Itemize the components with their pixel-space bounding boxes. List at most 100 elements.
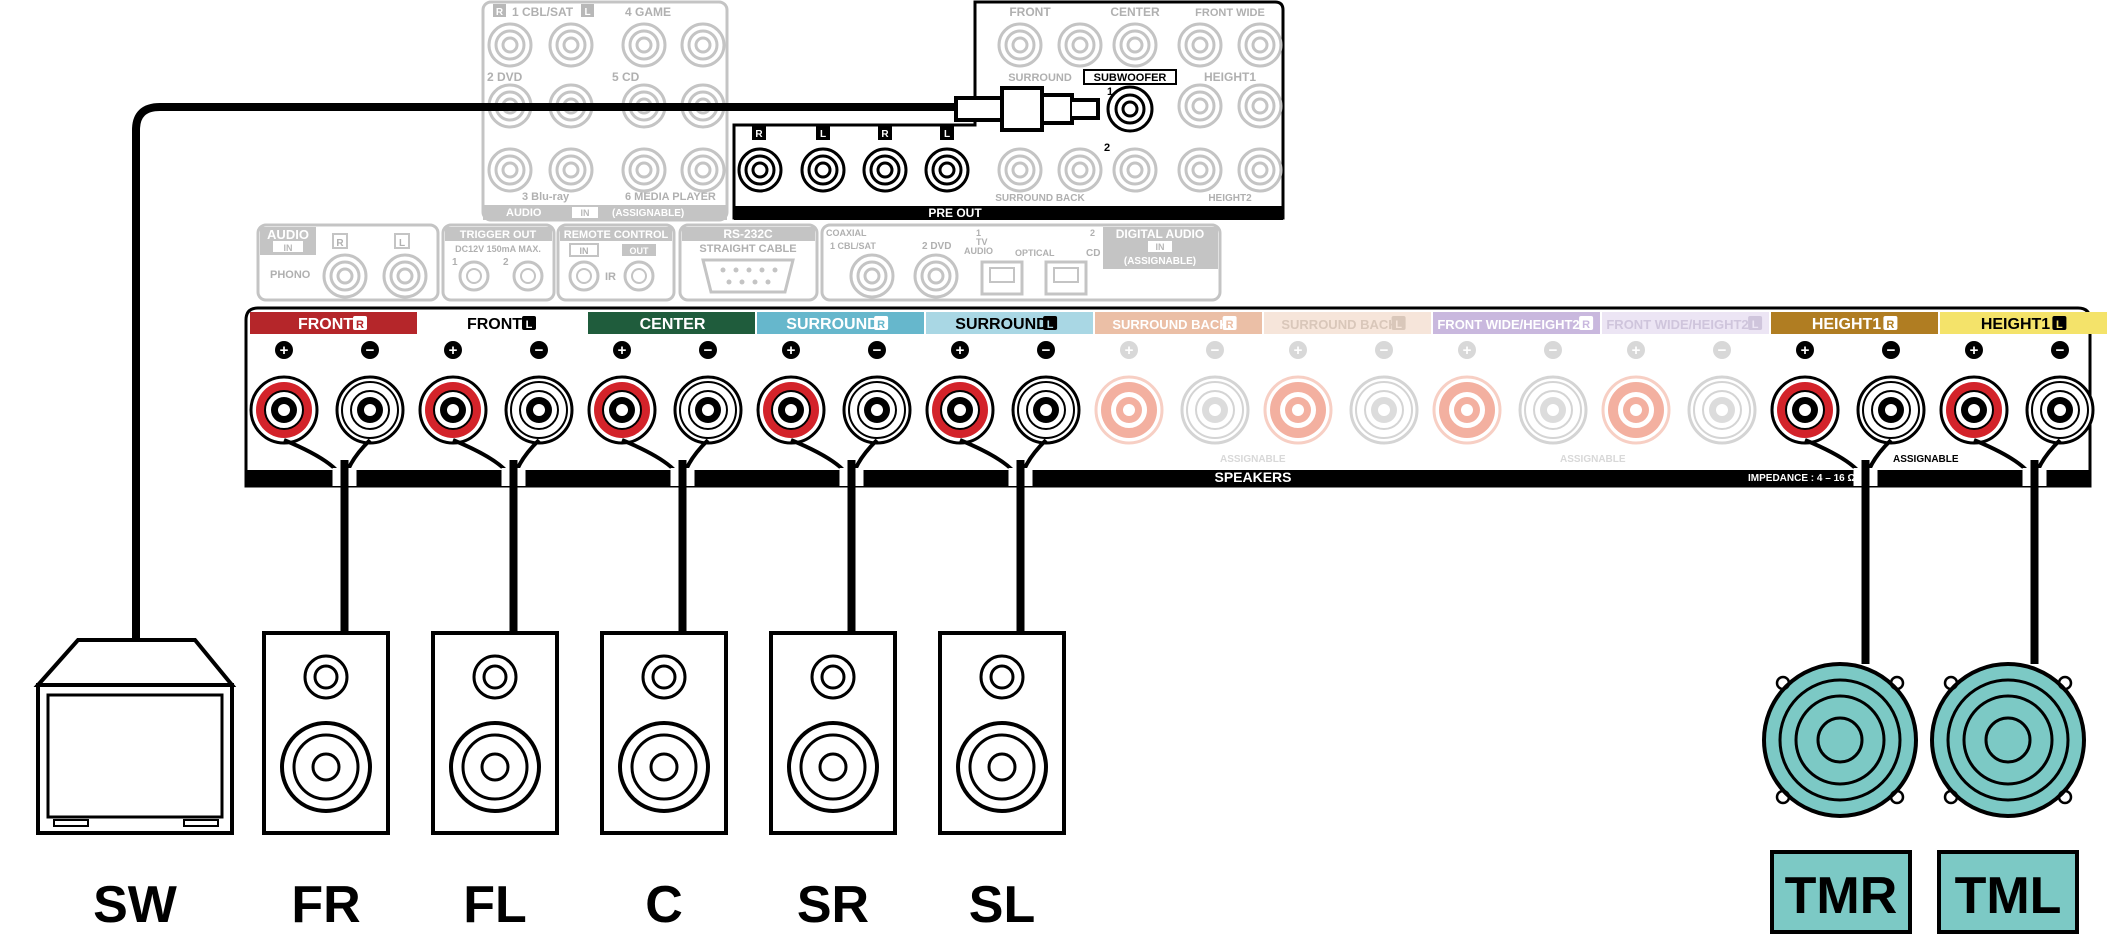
rca-jack — [1177, 147, 1223, 193]
svg-text:+: + — [787, 342, 796, 359]
svg-text:−: − — [1042, 342, 1051, 359]
plus-mark: + — [1120, 341, 1138, 359]
subwoofer — [33, 638, 237, 835]
pre-out-front-wide-label: FRONT WIDE — [1195, 7, 1265, 19]
rs232c-subtitle: STRAIGHT CABLE — [699, 243, 796, 255]
speaker-terminal-plus[interactable] — [756, 375, 826, 445]
svg-text:−: − — [704, 342, 713, 359]
pre-out-center-label: CENTER — [1110, 5, 1160, 19]
channel-label: HEIGHT1 — [1812, 316, 1881, 333]
channel-label: FRONT — [298, 316, 353, 333]
speaker-wire — [790, 438, 879, 633]
speaker-terminal-minus[interactable] — [673, 375, 743, 445]
phono-l-badge: L — [399, 238, 405, 249]
channel-side-badge: L — [526, 319, 533, 331]
assignable-label: ASSIGNABLE — [1560, 454, 1626, 465]
rca-jack — [997, 22, 1043, 68]
speaker-wire — [621, 438, 710, 633]
plus-mark: + — [1965, 341, 1983, 359]
impedance-label: IMPEDANCE : 4 – 16 Ω — [1748, 473, 1856, 484]
speaker-terminal-plus[interactable] — [1601, 375, 1671, 445]
pre-out-height1-label: HEIGHT1 — [1204, 70, 1256, 84]
channel-label: CENTER — [640, 316, 706, 333]
rca-jack — [382, 253, 428, 299]
rca-jack — [737, 147, 783, 193]
rca-jack — [680, 147, 726, 193]
pre-out-label: PRE OUT — [928, 206, 982, 220]
speaker-terminal-plus[interactable] — [418, 375, 488, 445]
rca-jack — [800, 147, 846, 193]
plus-mark: + — [1289, 341, 1307, 359]
channel-side-badge: R — [356, 319, 364, 331]
channel-side-badge: R — [1582, 319, 1590, 331]
speaker-terminal-plus[interactable] — [1094, 375, 1164, 445]
surround-left-speaker — [938, 631, 1066, 835]
remote-out-badge: OUT — [630, 246, 650, 256]
channel-side-badge: L — [1047, 319, 1054, 331]
speaker-terminal-minus[interactable] — [1349, 375, 1419, 445]
speaker-terminal-minus[interactable] — [1687, 375, 1757, 445]
speaker-terminal-minus[interactable] — [1856, 375, 1926, 445]
minus-mark: − — [361, 341, 379, 359]
top-middle-left-speaker — [1930, 662, 2086, 818]
optical-tv-audio-label: AUDIO — [964, 246, 993, 256]
speaker-terminal-plus[interactable] — [925, 375, 995, 445]
pre-out-r-badge: R — [881, 129, 889, 140]
svg-text:−: − — [1887, 342, 1896, 359]
svg-text:−: − — [1211, 342, 1220, 359]
fr-label: FR — [291, 876, 360, 934]
phono-in-badge: IN — [284, 243, 293, 253]
speakers-label: SPEAKERS — [1214, 469, 1291, 485]
speaker-terminal-minus[interactable] — [1180, 375, 1250, 445]
rca-jack — [1112, 22, 1158, 68]
speaker-terminal-minus[interactable] — [504, 375, 574, 445]
speaker-terminal-plus[interactable] — [1263, 375, 1333, 445]
subwoofer-cable — [132, 86, 1100, 640]
pre-out-height2-label: HEIGHT2 — [1208, 193, 1252, 204]
channel-label: SURROUND — [955, 316, 1047, 333]
surround-right-speaker — [769, 631, 897, 835]
optical-cd-label: CD — [1086, 248, 1100, 259]
remote-control-title: REMOTE CONTROL — [564, 229, 669, 241]
input-l-badge: L — [584, 7, 590, 18]
speaker-terminal-plus[interactable] — [1770, 375, 1840, 445]
rs232c-panel: RS-232C STRAIGHT CABLE — [678, 223, 819, 302]
rca-jack — [1237, 22, 1283, 68]
speaker-terminal-minus[interactable] — [335, 375, 405, 445]
rca-jack — [548, 22, 594, 68]
minus-mark: − — [1037, 341, 1055, 359]
channel-label: SURROUND BACK — [1112, 317, 1229, 332]
speaker-terminal-minus[interactable] — [2025, 375, 2095, 445]
svg-text:+: + — [449, 342, 458, 359]
speaker-terminal-plus[interactable] — [587, 375, 657, 445]
pre-out-front-label: FRONT — [1009, 5, 1051, 19]
phono-input-panel: AUDIO IN PHONO R L — [256, 223, 440, 302]
channel-label: SURROUND BACK — [1281, 317, 1398, 332]
plus-mark: + — [1627, 341, 1645, 359]
svg-text:−: − — [366, 342, 375, 359]
remote-in-badge: IN — [580, 246, 589, 256]
speaker-terminal-minus[interactable] — [842, 375, 912, 445]
subwoofer-out-jack[interactable] — [1106, 85, 1154, 133]
assignable-label: ASSIGNABLE — [1220, 454, 1286, 465]
terminal-row: +−+−+−+−+−+−+−+−+−+−+− — [249, 341, 2095, 445]
svg-text:+: + — [1801, 342, 1810, 359]
pre-out-panel: PRE OUT FRONT CENTER FRONT WIDE SURROUND… — [732, 0, 1285, 220]
audio-assignable-label: (ASSIGNABLE) — [612, 208, 684, 219]
rca-jack — [1057, 22, 1103, 68]
speaker-terminal-minus[interactable] — [1011, 375, 1081, 445]
trigger-out-title: TRIGGER OUT — [460, 229, 537, 241]
speaker-wire — [959, 438, 1048, 633]
speaker-terminal-plus[interactable] — [249, 375, 319, 445]
speaker-terminal-plus[interactable] — [1939, 375, 2009, 445]
rca-jack — [1112, 147, 1158, 193]
pre-out-l-badge: L — [944, 129, 950, 140]
channel-side-badge: R — [1886, 319, 1894, 331]
tmr-label: TMR — [1785, 867, 1898, 925]
speaker-terminal-plus[interactable] — [1432, 375, 1502, 445]
channel-label: HEIGHT1 — [1981, 316, 2050, 333]
speaker-terminal-minus[interactable] — [1518, 375, 1588, 445]
